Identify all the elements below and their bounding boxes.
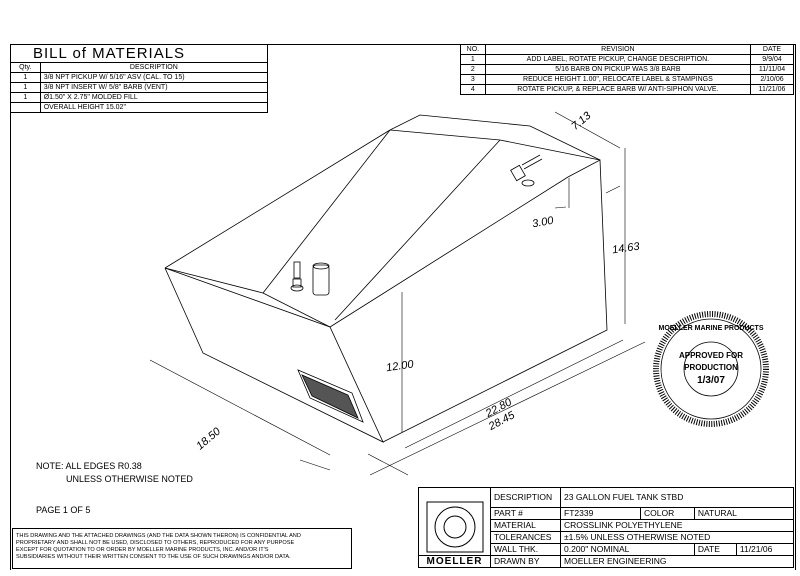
confidentiality-disclaimer: THIS DRAWING AND THE ATTACHED DRAWINGS (… [12, 528, 352, 569]
wall-value: 0.200" NOMINAL [560, 543, 695, 556]
bom-desc: Ø1.50" X 2.75" MOLDED FILL [39, 92, 269, 103]
dimension-lines [149, 111, 646, 476]
rev-header-no: NO. [460, 44, 486, 55]
rev-no: 1 [460, 54, 486, 65]
bom-desc: OVERALL HEIGHT 15.02" [39, 102, 269, 113]
drawing-frame [10, 44, 796, 570]
date-value: 11/21/06 [735, 543, 795, 556]
part-value: FT2339 [560, 507, 641, 520]
title-block: MOELLER DESCRIPTION 23 GALLON FUEL TANK … [418, 487, 795, 568]
note-unless: UNLESS OTHERWISE NOTED [66, 474, 193, 484]
dim-depth: 18.50 [194, 425, 223, 452]
approval-stamp: MOELLER MARINE PRODUCTS APPROVED FOR PRO… [653, 311, 769, 427]
moeller-logo: MOELLER [418, 487, 491, 568]
pickup-fitting-icon [290, 261, 304, 292]
rev-header-date: DATE [750, 44, 794, 55]
rev-date: 11/11/04 [750, 64, 794, 75]
page-number: PAGE 1 OF 5 [36, 505, 91, 515]
stamp-line2: PRODUCTION [684, 363, 738, 372]
bom-qty: 1 [10, 72, 41, 83]
dim-front-height: 12.00 [385, 358, 415, 374]
bom-header-qty: Qty. [10, 62, 41, 73]
rev-text: REDUCE HEIGHT 1.00", RELOCATE LABEL & ST… [484, 74, 752, 85]
bom-desc: 3/8 NPT INSERT W/ 5/8" BARB (VENT) [39, 82, 269, 93]
tolerances-value: ±1.5% UNLESS OTHERWISE NOTED [560, 531, 794, 544]
rev-no: 4 [460, 84, 486, 95]
part-label: PART # [490, 507, 561, 520]
stamp-ring-text: MOELLER MARINE PRODUCTS [659, 325, 764, 332]
moeller-label-plate [297, 369, 364, 423]
color-value: NATURAL [693, 507, 795, 520]
material-label: MATERIAL [490, 519, 561, 532]
wall-label: WALL THK. [490, 543, 561, 556]
bom-header-desc: DESCRIPTION [39, 62, 269, 73]
date-label: DATE [693, 543, 737, 556]
vent-fitting-icon [510, 154, 543, 187]
rev-date: 11/21/06 [750, 84, 794, 95]
dim-height: 14.63 [611, 240, 641, 256]
bom-qty: 1 [10, 82, 41, 93]
rev-text: ADD LABEL, ROTATE PICKUP, CHANGE DESCRIP… [484, 54, 752, 65]
rev-text: ROTATE PICKUP, & REPLACE BARB W/ ANTI-SI… [484, 84, 752, 95]
rev-no: 2 [460, 64, 486, 75]
bom-qty: 1 [10, 92, 41, 103]
fill-neck-icon [312, 262, 330, 296]
dim-offset: 3.00 [531, 215, 555, 231]
material-value: CROSSLINK POLYETHYLENE [560, 519, 794, 532]
tolerances-label: TOLERANCES [490, 531, 561, 544]
stamp-date: 1/3/07 [697, 375, 725, 386]
stamp-line1: APPROVED FOR [679, 351, 743, 360]
rev-date: 9/9/04 [750, 54, 794, 65]
bom-row: OVERALL HEIGHT 15.02" [10, 102, 269, 113]
note-edges: NOTE: ALL EDGES R0.38 [36, 461, 142, 471]
rev-header-revision: REVISION [484, 44, 752, 55]
bom-qty [10, 102, 41, 113]
dim-width-top: 7.13 [569, 109, 594, 133]
bom-desc: 3/8 NPT PICKUP W/ 5/16" ASV (CAL. TO 15) [39, 72, 269, 83]
description-value: 23 GALLON FUEL TANK STBD [560, 487, 794, 508]
description-label: DESCRIPTION [490, 487, 561, 508]
rev-no: 3 [460, 74, 486, 85]
tank-outline [164, 114, 608, 443]
drawn-by-value: MOELLER ENGINEERING [560, 555, 794, 568]
drawn-by-label: DRAWN BY [490, 555, 561, 568]
bom-title: BILL of MATERIALS [10, 44, 268, 63]
rev-date: 2/10/06 [750, 74, 794, 85]
color-label: COLOR [640, 507, 695, 520]
logo-text: MOELLER [419, 555, 490, 567]
rev-text: 5/16 BARB ON PICKUP WAS 3/8 BARB [484, 64, 752, 75]
